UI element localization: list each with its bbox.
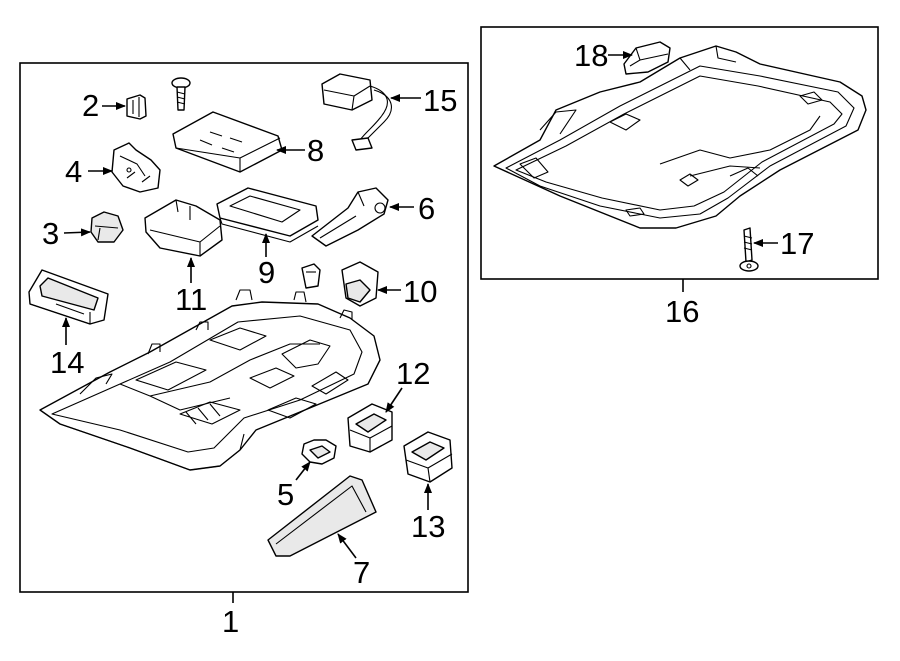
part-18-label: 18 [574,38,608,73]
screw-drawing [171,77,191,111]
part-7-door-drawing [267,475,377,557]
part-12-label: 12 [396,356,430,391]
part-3-arrow [63,228,91,237]
assembly-1-label: 1 [222,604,239,639]
left-group-frame [19,62,469,593]
part-10-switch-drawing [341,261,379,307]
part-10-label: 10 [403,274,437,309]
part-13-switch-drawing [403,431,453,483]
part-4-label: 4 [65,154,82,189]
part-12-switch-drawing [347,403,393,453]
part-5-label: 5 [277,477,294,512]
part-14-label: 14 [50,345,84,380]
part-8-module-drawing [172,111,283,173]
part-9-label: 9 [258,255,275,290]
roof-frame-drawing [493,45,867,229]
part-8-label: 8 [307,133,324,168]
part-11-housing-drawing [144,199,223,257]
part-15-harness-drawing [321,73,392,151]
part-14-lamp-drawing [28,269,109,325]
overhead-console-drawing [39,289,381,471]
part-6-latch-drawing [311,187,389,247]
part-17-screw-drawing [739,227,759,272]
part-5-arrow [295,461,311,481]
assembly-16-label: 16 [665,294,699,329]
part-9-tray-drawing [216,187,319,243]
part-7-label: 7 [353,555,370,590]
part-7-arrow [337,533,357,559]
part-2-label: 2 [82,88,99,123]
part-11-label: 11 [175,282,207,317]
part-13-label: 13 [411,509,445,544]
part-17-label: 17 [780,226,814,261]
part-12-arrow [385,387,403,413]
part-2-clip-drawing [126,94,147,120]
part-6-label: 6 [418,191,435,226]
part-18-clip-drawing [623,41,671,75]
part-4-bracket-drawing [111,142,161,193]
part-5-socket-drawing [301,439,337,465]
part-15-label: 15 [423,83,457,118]
part-3-knob-drawing [90,211,124,243]
small-clip-drawing [301,263,321,289]
right-group-frame [480,26,879,280]
part-3-label: 3 [42,216,59,251]
